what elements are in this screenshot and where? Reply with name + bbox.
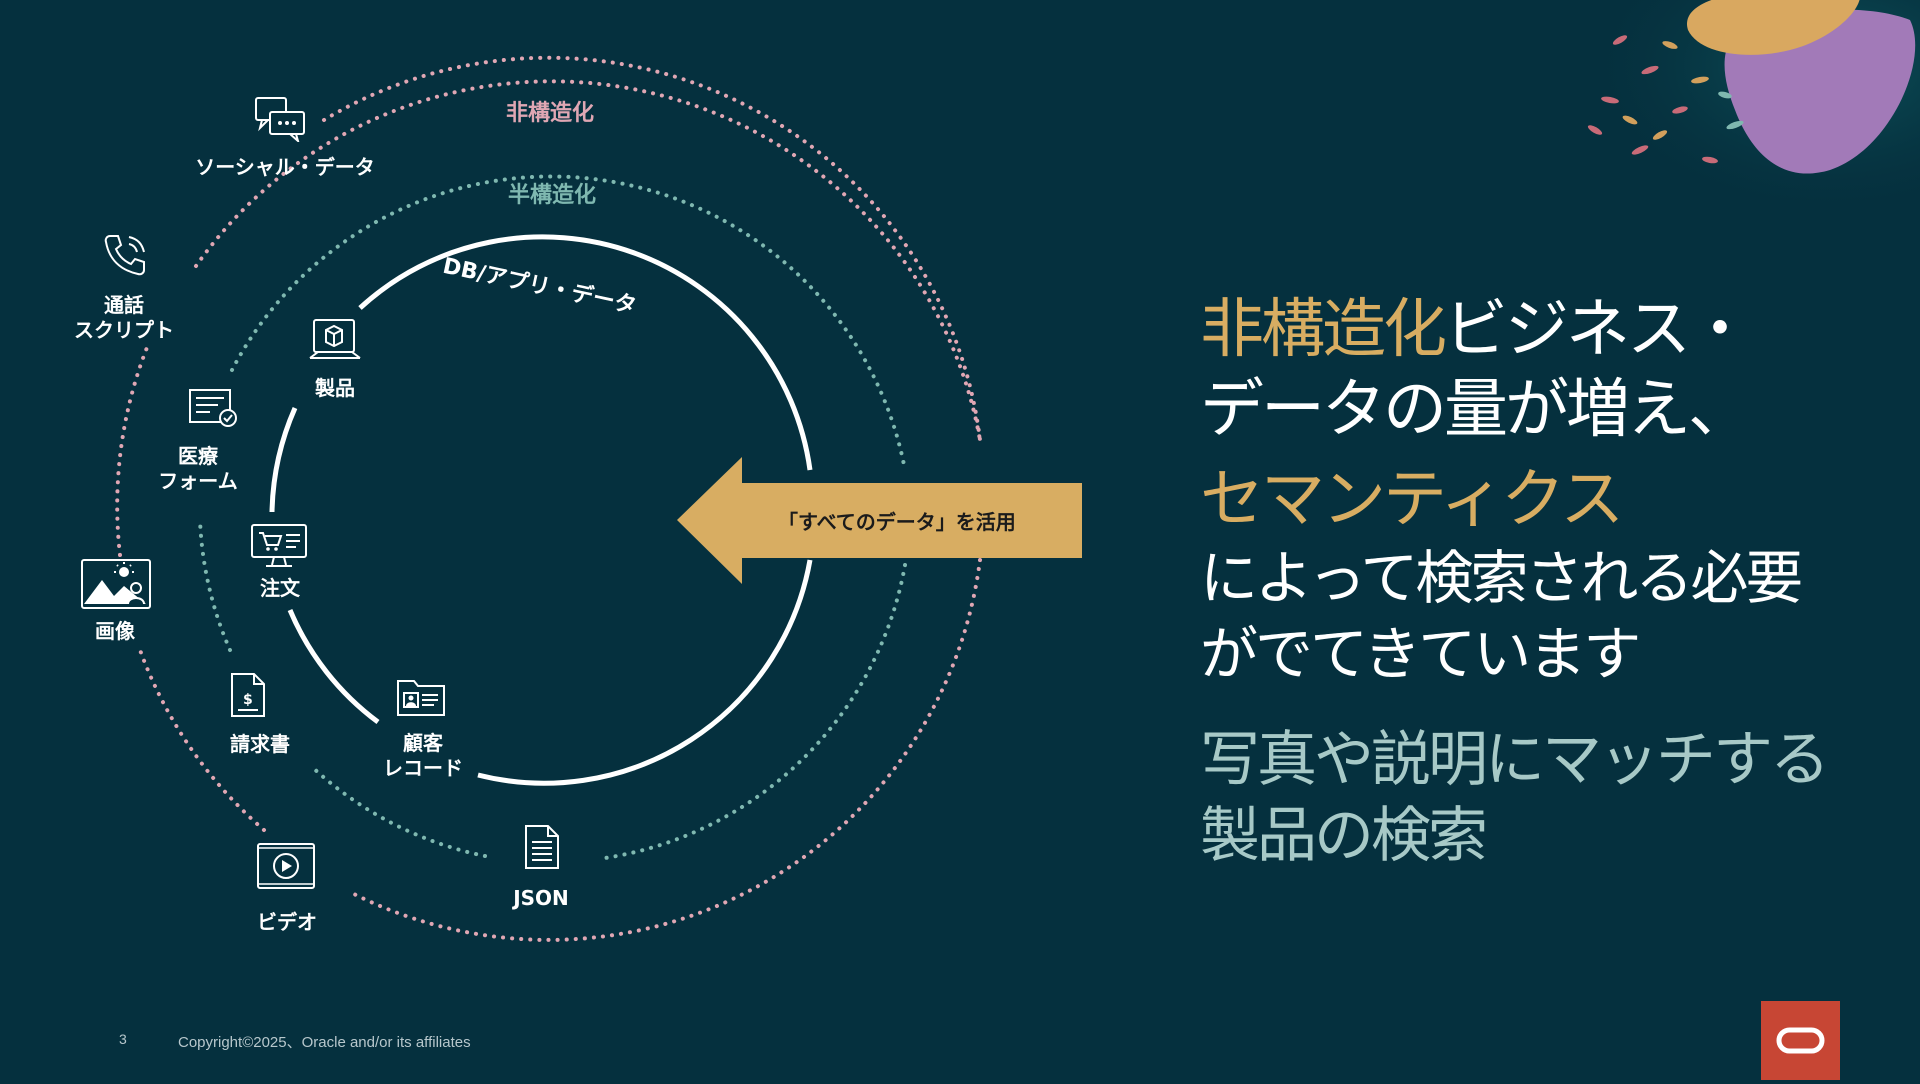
video-play-icon	[257, 843, 315, 889]
document-icon	[525, 825, 559, 869]
label-video: ビデオ	[257, 910, 317, 934]
box-icon	[309, 319, 361, 359]
headline: 非構造化ビジネス・ データの量が増え、 セマンティクス によって検索される必要 …	[1200, 290, 1900, 692]
invoice-icon: $	[231, 673, 265, 717]
ring-middle-semistructured	[230, 174, 907, 472]
label-order: 注文	[260, 576, 300, 600]
label-image: 画像	[95, 619, 135, 643]
headline-line4: によって検索される必要	[1200, 544, 1803, 612]
cart-screen-icon	[251, 524, 307, 567]
svg-text:$: $	[243, 692, 253, 708]
ring-inner-db-app	[358, 234, 813, 471]
label-social-data: ソーシャル・データ	[195, 155, 375, 179]
label-invoice: 請求書	[230, 732, 290, 756]
oracle-logo-icon	[1776, 1027, 1825, 1054]
subheading-line2: 製品の検索	[1200, 801, 1488, 871]
label-product: 製品	[315, 376, 355, 400]
ring-middle-label: 半構造化	[507, 183, 597, 208]
form-check-icon	[189, 389, 237, 427]
arrow-label: 「すべてのデータ」を活用	[778, 510, 1016, 534]
ring-outer-unstructured	[194, 79, 982, 442]
subheading-line1: 写真や説明にマッチする	[1200, 725, 1830, 795]
label-medical-forms: 医療 フォーム	[158, 444, 238, 493]
label-customer-records: 顧客 レコード	[383, 731, 463, 780]
headline-highlight-semantics: セマンティクス	[1200, 463, 1624, 537]
headline-line2: データの量が増え、	[1200, 373, 1752, 447]
label-call-scripts: 通話 スクリプト	[74, 293, 174, 342]
headline-business: ビジネス・	[1444, 293, 1752, 367]
headline-line5: がでてきています	[1200, 620, 1641, 688]
all-data-arrow	[677, 457, 1082, 584]
label-json: JSON	[513, 886, 569, 910]
decorative-corner-art	[1560, 0, 1920, 220]
oracle-logo	[1761, 1001, 1840, 1080]
copyright-text: Copyright©2025、Oracle and/or its affilia…	[178, 1034, 471, 1051]
subheading: 写真や説明にマッチする 製品の検索	[1200, 722, 1900, 874]
phone-icon	[104, 235, 145, 276]
image-icon	[81, 559, 151, 609]
headline-highlight-unstructured: 非構造化	[1200, 293, 1447, 367]
ring-outer-label: 非構造化	[505, 101, 595, 126]
chat-bubbles-icon	[255, 97, 305, 142]
customer-folder-icon	[397, 680, 445, 716]
page-number: 3	[119, 1031, 127, 1047]
